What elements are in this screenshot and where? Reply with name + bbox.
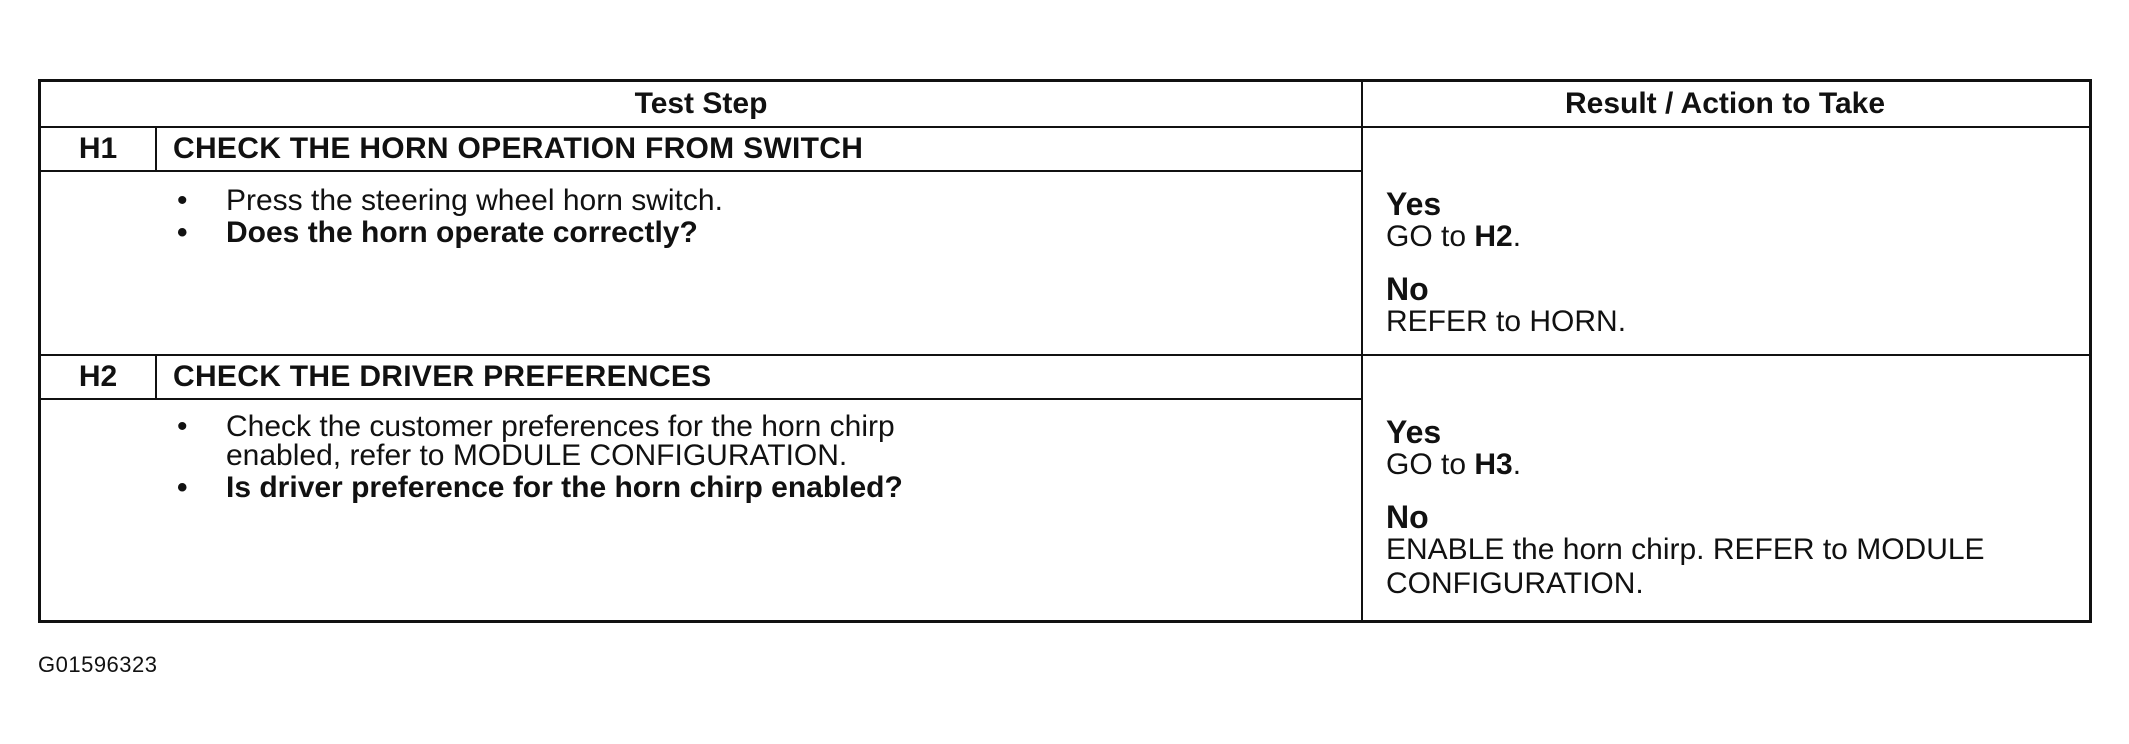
result-yes: Yes GO to H3. [1386, 416, 2076, 482]
table-header: Test Step Result / Action to Take [41, 82, 2089, 128]
step-title: CHECK THE DRIVER PREFERENCES [173, 360, 712, 393]
column-divider [1361, 82, 1363, 620]
action-text: GO to H3. [1386, 448, 1522, 481]
result-no: No REFER to HORN. [1386, 273, 2076, 339]
figure-id: G01596323 [38, 652, 158, 677]
bullet-icon: • [177, 216, 188, 249]
step-id: H1 [41, 128, 157, 170]
instruction-item: • Press the steering wheel horn switch. [171, 184, 1341, 217]
step-title: CHECK THE HORN OPERATION FROM SWITCH [173, 132, 864, 165]
question-text: Is driver preference for the horn chirp … [226, 471, 903, 504]
answer-label: No [1386, 499, 1429, 535]
answer-label: Yes [1386, 186, 1442, 222]
test-step-h2: H2 CHECK THE DRIVER PREFERENCES • Check t… [41, 356, 2089, 620]
instruction-text: Press the steering wheel horn switch. [226, 184, 723, 217]
bullet-icon: • [177, 410, 188, 443]
question-text: Does the horn operate correctly? [226, 216, 698, 249]
bullet-icon: • [177, 471, 188, 504]
instruction-item: • Check the customer preferences for the … [171, 410, 931, 472]
action-text: GO to H2. [1386, 220, 1522, 253]
step-title-row: H2 CHECK THE DRIVER PREFERENCES [41, 356, 1361, 400]
answer-label: Yes [1386, 414, 1442, 450]
answer-label: No [1386, 271, 1429, 307]
diagnostic-table: Test Step Result / Action to Take H1 CHE… [38, 79, 2092, 623]
question-item: • Does the horn operate correctly? [171, 216, 1341, 249]
result-yes: Yes GO to H2. [1386, 188, 2076, 254]
header-result-action: Result / Action to Take [1564, 87, 1886, 120]
header-test-step: Test Step [634, 87, 768, 120]
step-title-row: H1 CHECK THE HORN OPERATION FROM SWITCH [41, 128, 1361, 172]
step-instructions: • Press the steering wheel horn switch. •… [171, 184, 1341, 249]
step-instructions: • Check the customer preferences for the … [171, 410, 931, 503]
test-step-h1: H1 CHECK THE HORN OPERATION FROM SWITCH … [41, 128, 2089, 356]
result-no: No ENABLE the horn chirp. REFER to MODUL… [1386, 501, 1986, 601]
bullet-icon: • [177, 184, 188, 217]
step-id: H2 [41, 356, 157, 398]
question-item: • Is driver preference for the horn chirp… [171, 471, 1226, 504]
action-text: REFER to HORN. [1386, 305, 1627, 338]
action-text: ENABLE the horn chirp. REFER to MODULE C… [1386, 533, 1985, 600]
instruction-text: Check the customer preferences for the h… [226, 410, 895, 472]
